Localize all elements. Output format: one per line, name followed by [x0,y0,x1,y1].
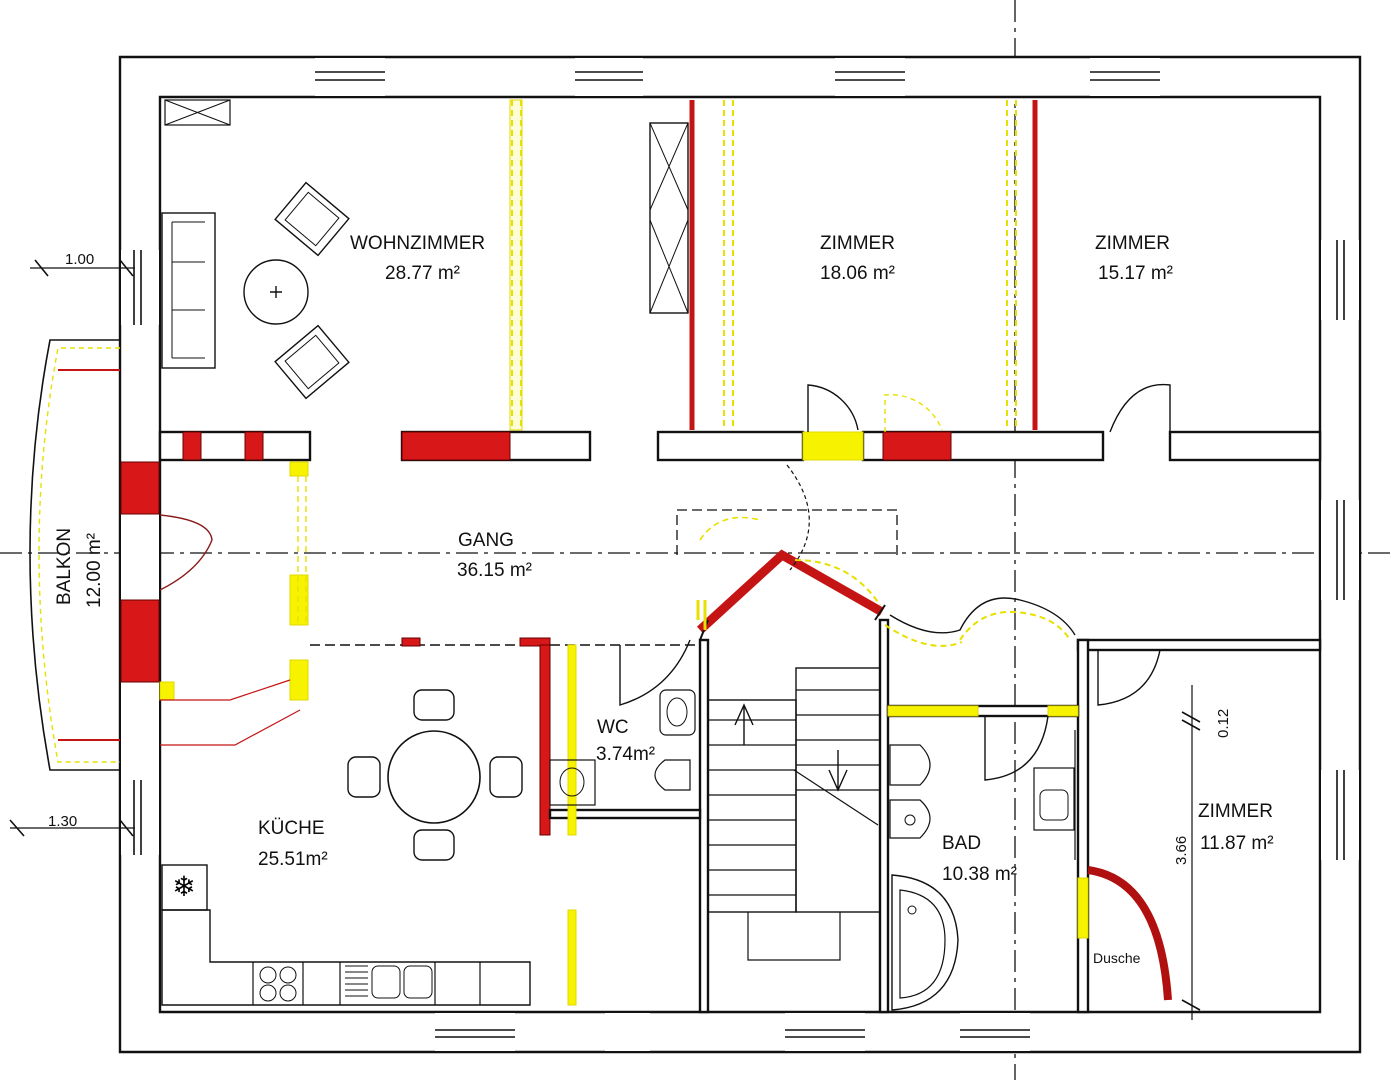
dim-room-height: 3.66 [1173,836,1190,865]
room-area-balkon: 12.00 m² [84,533,105,608]
room-name-wohnzimmer: WOHNZIMMER [350,233,485,254]
room-area-wohnzimmer: 28.77 m² [385,263,460,284]
room-name-zimmer-2: ZIMMER [1095,233,1170,254]
room-area-wc: 3.74m² [596,744,655,765]
dim-upper-wall: 1.00 [65,251,94,268]
dimension-labels: 1.00 1.30 3.66 0.12 [48,251,1232,865]
room-name-kueche: KÜCHE [258,818,325,839]
outer-walls [118,55,1362,1054]
room-area-kueche: 25.51m² [258,849,328,870]
staircase [707,667,881,961]
room-area-gang: 36.15 m² [457,560,532,581]
snowflake-icon: ❄ [172,870,195,903]
room-name-gang: GANG [458,530,514,551]
room-name-bad: BAD [942,833,981,854]
room-area-zimmer-2: 15.17 m² [1098,263,1173,284]
room-labels: WOHNZIMMER 28.77 m² ZIMMER 18.06 m² ZIMM… [54,233,1274,966]
room-name-zimmer-3: ZIMMER [1198,801,1273,822]
room-area-bad: 10.38 m² [942,864,1017,885]
room-name-dusche: Dusche [1093,950,1141,966]
dimension-lines [9,259,1201,1020]
room-area-zimmer-3: 11.87 m² [1200,833,1274,854]
doors [619,383,1172,1001]
dim-lower-wall: 1.30 [48,813,77,830]
room-name-zimmer-1: ZIMMER [820,233,895,254]
interior-walls [158,99,1322,1014]
bath-fixtures [889,730,1076,1011]
kitchen-furniture: ❄ [161,689,531,1006]
room-area-zimmer-1: 18.06 m² [820,263,895,284]
corridor-outline [676,509,898,555]
curved-wall [696,516,1076,647]
room-name-wc: WC [597,717,629,738]
balkon [29,339,213,780]
wc-fixtures [549,689,696,806]
room-name-balkon: BALKON [54,528,75,605]
dim-small-gap: 0.12 [1215,709,1232,738]
wardrobe [649,122,689,314]
living-furniture [161,99,350,400]
